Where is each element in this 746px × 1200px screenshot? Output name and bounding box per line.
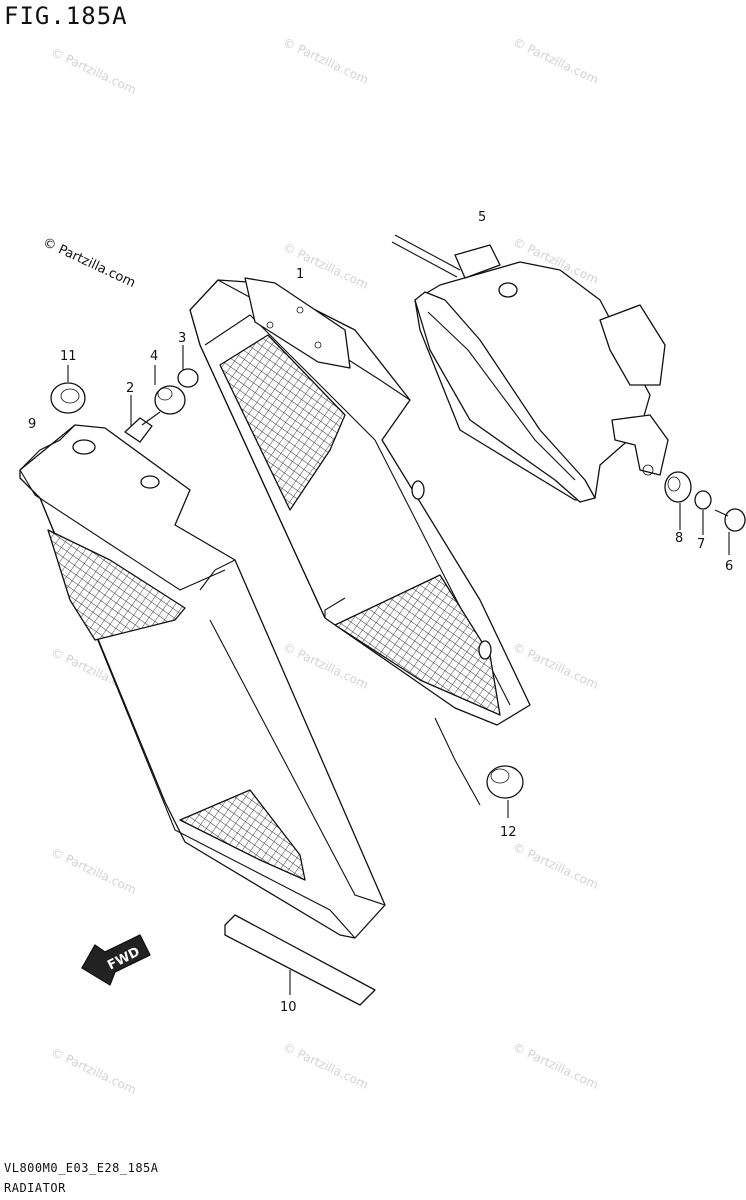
foam-strip-part-10	[224, 914, 376, 1006]
callout-2: 2	[126, 381, 134, 396]
callout-5: 5	[478, 210, 486, 225]
callout-labels: 1 2 3 4 5 6 7 8 9 10 11 12	[28, 210, 733, 1015]
watermark: © Partzilla.com	[511, 1040, 601, 1092]
callout-6: 6	[725, 559, 733, 574]
callout-4: 4	[150, 349, 158, 364]
collar-part-7	[694, 490, 712, 535]
callout-12: 12	[500, 825, 517, 840]
watermark-prominent: © Partzilla.com	[40, 235, 137, 291]
callout-10: 10	[280, 1000, 297, 1015]
watermark: © Partzilla.com	[511, 840, 601, 892]
radiator-core-part-1	[189, 277, 531, 726]
callout-7: 7	[697, 537, 705, 552]
watermark: © Partzilla.com	[281, 35, 371, 87]
callout-9: 9	[28, 417, 36, 432]
bolt-part-6	[714, 508, 746, 555]
figure-code: VL800M0_E03_E28_185A	[4, 1161, 159, 1175]
callout-3: 3	[178, 331, 186, 346]
watermark: © Partzilla.com	[49, 45, 139, 97]
watermark: © Partzilla.com	[281, 1040, 371, 1092]
fan-assembly-part-5	[391, 234, 669, 503]
callout-11: 11	[60, 349, 77, 364]
grommet-part-12	[434, 717, 524, 818]
cushion-part-4	[154, 365, 186, 415]
watermark: © Partzilla.com	[49, 845, 139, 897]
cushion-part-8	[664, 471, 692, 530]
collar-part-3	[177, 345, 199, 388]
watermark: © Partzilla.com	[511, 35, 601, 87]
watermark: © Partzilla.com	[281, 640, 371, 692]
forward-direction-arrow: FWD	[81, 934, 151, 986]
figure-title: FIG.185A	[4, 2, 128, 30]
figure-name: RADIATOR	[4, 1181, 66, 1195]
watermark: © Partzilla.com	[49, 1045, 139, 1097]
radiator-cover-part-9	[19, 424, 386, 939]
watermark: © Partzilla.com	[511, 640, 601, 692]
grommet-part-11	[50, 365, 86, 414]
callout-1: 1	[296, 267, 304, 282]
callout-8: 8	[675, 531, 683, 546]
watermark: © Partzilla.com	[281, 240, 371, 292]
bolt-part-2	[124, 395, 161, 443]
